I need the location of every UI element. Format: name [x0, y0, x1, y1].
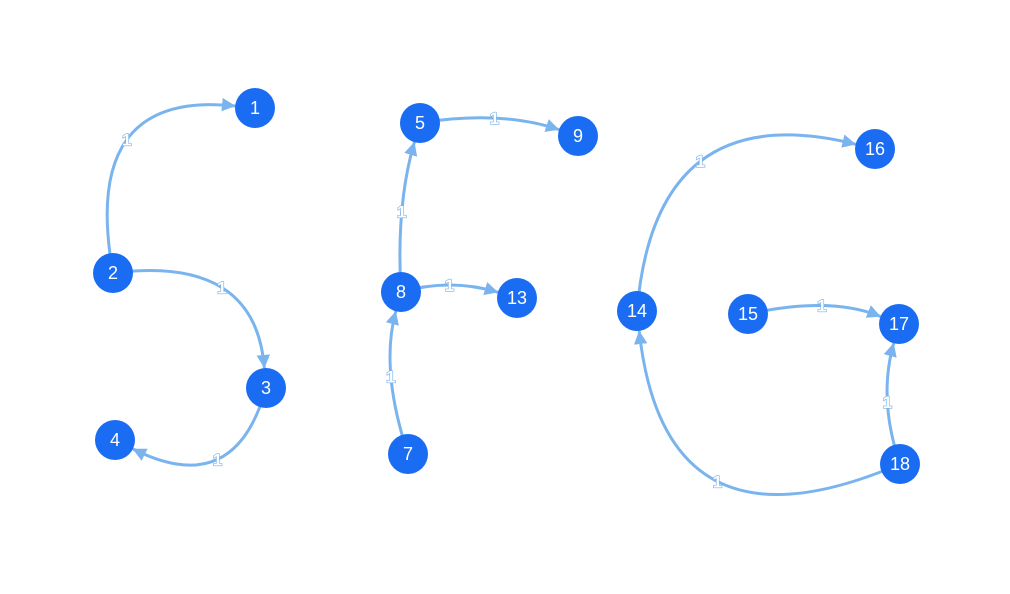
node-17[interactable]: 17	[879, 304, 919, 344]
node-7-label: 7	[403, 444, 413, 464]
node-9-circle[interactable]	[558, 116, 598, 156]
edge-14-to-16	[635, 133, 857, 313]
node-13[interactable]: 13	[497, 278, 537, 318]
node-1[interactable]: 1	[235, 88, 275, 128]
edge-weight-2-to-3: 1	[217, 279, 226, 298]
edge-weight-18-to-17: 1	[883, 393, 892, 412]
node-13-label: 13	[507, 288, 527, 308]
node-16[interactable]: 16	[855, 129, 895, 169]
node-5-circle[interactable]	[400, 103, 440, 143]
node-4-label: 4	[110, 430, 120, 450]
node-14[interactable]: 14	[617, 291, 657, 331]
edge-weight-8-to-13: 1	[445, 276, 454, 295]
node-4-circle[interactable]	[95, 420, 135, 460]
edge-18-to-14	[633, 330, 902, 496]
node-2-circle[interactable]	[93, 253, 133, 293]
node-1-circle[interactable]	[235, 88, 275, 128]
edge-weight-15-to-17: 1	[817, 297, 826, 316]
node-5[interactable]: 5	[400, 103, 440, 143]
node-8-circle[interactable]	[381, 272, 421, 312]
node-8-label: 8	[396, 282, 406, 302]
edge-weight-14-to-16: 1	[696, 152, 705, 171]
edge-2-to-1	[105, 97, 236, 275]
node-1-label: 1	[250, 98, 260, 118]
node-18[interactable]: 18	[880, 444, 920, 484]
node-2-label: 2	[108, 263, 118, 283]
node-3-circle[interactable]	[246, 368, 286, 408]
edge-weight-2-to-1: 1	[122, 131, 131, 150]
nodes-layer: 1 2 3 4 5 7 8 9 13 14 15 16 17 18	[93, 88, 920, 484]
edge-weight-18-to-14: 1	[713, 472, 722, 491]
node-7[interactable]: 7	[388, 434, 428, 474]
node-16-circle[interactable]	[855, 129, 895, 169]
node-17-circle[interactable]	[879, 304, 919, 344]
node-17-label: 17	[889, 314, 909, 334]
node-15-circle[interactable]	[728, 294, 768, 334]
edge-2-to-3	[111, 269, 270, 369]
node-8[interactable]: 8	[381, 272, 421, 312]
node-3[interactable]: 3	[246, 368, 286, 408]
edge-weight-5-to-9: 1	[490, 109, 499, 128]
edge-weight-3-to-4: 1	[213, 450, 222, 469]
edge-weight-7-to-8: 1	[386, 368, 395, 387]
node-15[interactable]: 15	[728, 294, 768, 334]
node-14-circle[interactable]	[617, 291, 657, 331]
node-13-circle[interactable]	[497, 278, 537, 318]
node-7-circle[interactable]	[388, 434, 428, 474]
edge-weight-8-to-5: 1	[397, 202, 406, 221]
node-18-label: 18	[890, 454, 910, 474]
node-15-label: 15	[738, 304, 758, 324]
edge-3-to-4	[132, 386, 268, 467]
node-14-label: 14	[627, 301, 647, 321]
node-18-circle[interactable]	[880, 444, 920, 484]
node-3-label: 3	[261, 378, 271, 398]
node-5-label: 5	[415, 113, 425, 133]
node-9-label: 9	[573, 126, 583, 146]
node-2[interactable]: 2	[93, 253, 133, 293]
node-9[interactable]: 9	[558, 116, 598, 156]
node-16-label: 16	[865, 139, 885, 159]
node-4[interactable]: 4	[95, 420, 135, 460]
